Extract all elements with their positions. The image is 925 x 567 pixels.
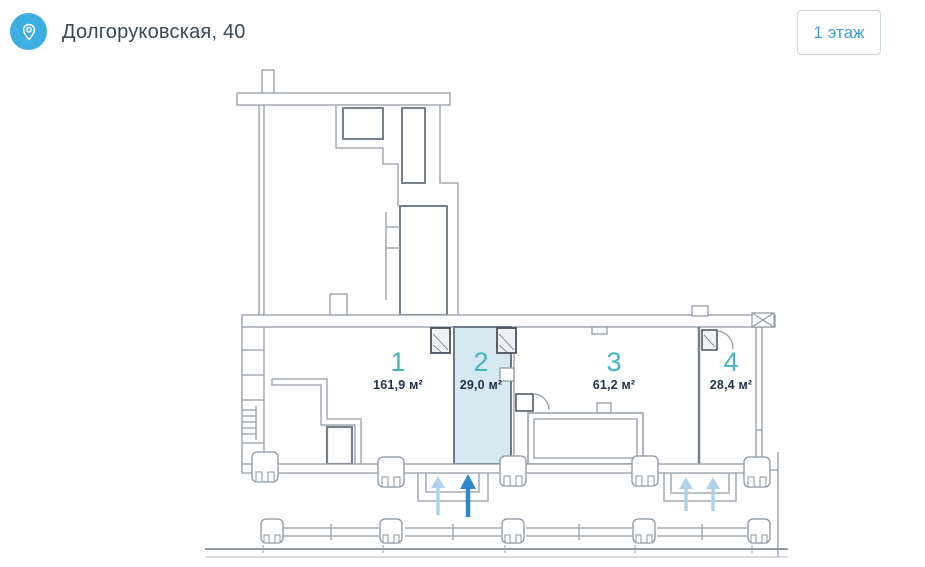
- entrance-arrow-primary: [460, 474, 476, 517]
- entrance-arrow-secondary-2: [679, 477, 693, 511]
- unit-2-label[interactable]: 2 29,0 м²: [421, 347, 541, 392]
- unit-2-fixtures: [430, 327, 517, 354]
- location-pin-icon: [10, 13, 47, 50]
- location-pin-glyph: [22, 23, 35, 41]
- walls-upper-wing: [236, 69, 459, 316]
- entrance-arrow-secondary-1: [431, 476, 445, 515]
- unit-3-area: 61,2 м²: [592, 378, 636, 392]
- unit-2-number: 2: [473, 347, 489, 377]
- unit-2-area: 29,0 м²: [459, 378, 503, 392]
- unit-3-number: 3: [606, 347, 622, 377]
- unit-1-number: 1: [390, 347, 406, 377]
- walls-unit-4: [697, 327, 763, 464]
- unit-1-label[interactable]: 1 161,9 м²: [338, 347, 458, 392]
- walls-bottom: [241, 452, 779, 557]
- walls-unit-3: [513, 326, 644, 465]
- floor-selector-button[interactable]: 1 этаж: [797, 10, 881, 55]
- entrance-arrow-secondary-3: [706, 477, 720, 511]
- unit-4-number: 4: [723, 347, 739, 377]
- unit-1-area: 161,9 м²: [373, 378, 423, 392]
- page-title: Долгоруковская, 40: [62, 21, 246, 43]
- sidewalk-lines: [205, 545, 788, 558]
- header: Долгоруковская, 40 1 этаж: [0, 0, 925, 60]
- walls-main-band: [241, 293, 776, 328]
- unit-3-label[interactable]: 3 61,2 м²: [554, 347, 674, 392]
- unit-4-label[interactable]: 4 28,4 м²: [671, 347, 791, 392]
- unit-4-area: 28,4 м²: [709, 378, 753, 392]
